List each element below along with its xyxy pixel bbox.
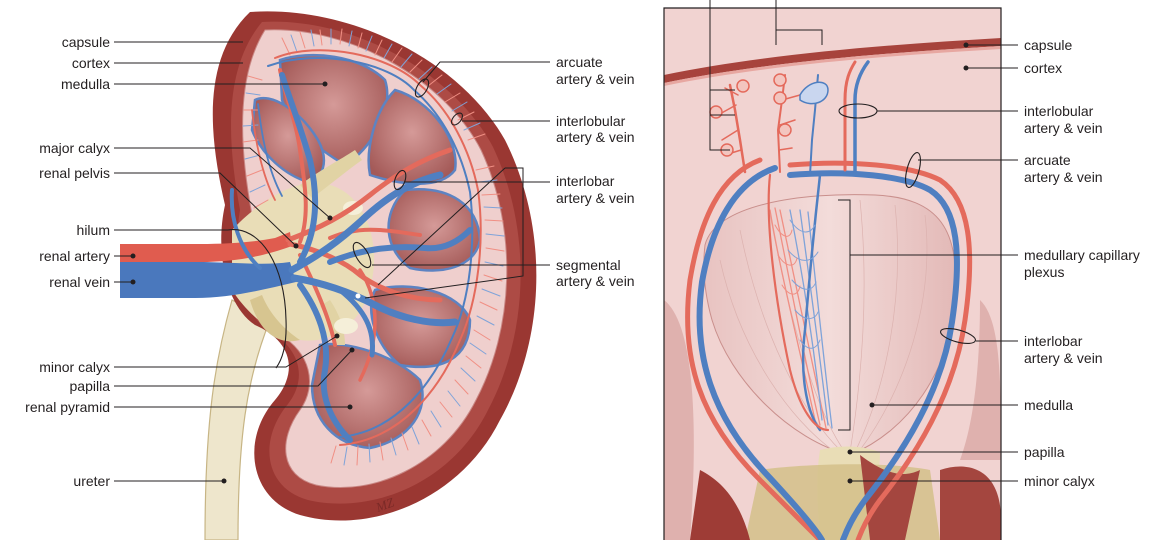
label-medullary-plexus-2: plexus <box>1024 264 1064 280</box>
label-medulla-right: medulla <box>1024 397 1073 413</box>
label-segmental-left-2: artery & vein <box>556 273 635 289</box>
label-arcuate-left-1: arcuate <box>556 54 603 70</box>
label-papilla: papilla <box>70 378 111 394</box>
label-capsule-right: capsule <box>1024 37 1072 53</box>
label-ureter: ureter <box>73 473 110 489</box>
label-papilla-right: papilla <box>1024 444 1065 460</box>
middle-labels: arcuate artery & vein interlobular arter… <box>352 54 635 299</box>
label-interlobar-right-1: interlobar <box>1024 333 1083 349</box>
label-interlobar-right-2: artery & vein <box>1024 350 1103 366</box>
artist-signature: MZ <box>373 494 397 515</box>
label-renal-artery: renal artery <box>39 248 110 264</box>
left-labels: capsule cortex medulla major calyx renal… <box>25 34 355 489</box>
glomeruli <box>709 73 829 157</box>
label-medullary-plexus-1: medullary capillary <box>1024 247 1140 263</box>
label-interlobular-left-2: artery & vein <box>556 129 635 145</box>
label-arcuate-right-2: artery & vein <box>1024 169 1103 185</box>
label-segmental-left-1: segmental <box>556 257 621 273</box>
label-medulla: medulla <box>61 76 110 92</box>
renal-vein <box>120 262 296 298</box>
label-interlobular-right-2: artery & vein <box>1024 120 1103 136</box>
label-minor-calyx-right: minor calyx <box>1024 473 1095 489</box>
label-interlobular-right-1: interlobular <box>1024 103 1094 119</box>
enlarged-panel-frame <box>663 7 1002 540</box>
enlarged-cortex-medulla-illustration <box>664 8 1001 540</box>
label-arcuate-left-2: artery & vein <box>556 71 635 87</box>
ureter <box>204 299 271 540</box>
renal-vein-tree <box>120 72 473 443</box>
label-interlobar-left-2: artery & vein <box>556 190 635 206</box>
adjacent-pyramid-left <box>664 300 694 540</box>
whole-kidney-illustration: MZ <box>120 11 537 540</box>
label-hilum: hilum <box>77 222 110 238</box>
label-interlobar-left-1: interlobar <box>556 173 615 189</box>
label-major-calyx: major calyx <box>39 140 110 156</box>
label-cortex-right: cortex <box>1024 60 1062 76</box>
label-renal-vein: renal vein <box>49 274 110 290</box>
label-capsule: capsule <box>62 34 110 50</box>
label-cortex: cortex <box>72 55 110 71</box>
right-labels: capsule cortex interlobular artery & vei… <box>838 37 1140 489</box>
label-renal-pelvis: renal pelvis <box>39 165 110 181</box>
label-arcuate-right-1: arcuate <box>1024 152 1071 168</box>
enlarged-capsule <box>664 38 1001 83</box>
vasa-recta <box>767 173 833 432</box>
label-renal-pyramid: renal pyramid <box>25 399 110 415</box>
label-minor-calyx: minor calyx <box>39 359 110 375</box>
label-interlobular-left-1: interlobular <box>556 113 626 129</box>
interlobular-vessels <box>242 28 505 466</box>
